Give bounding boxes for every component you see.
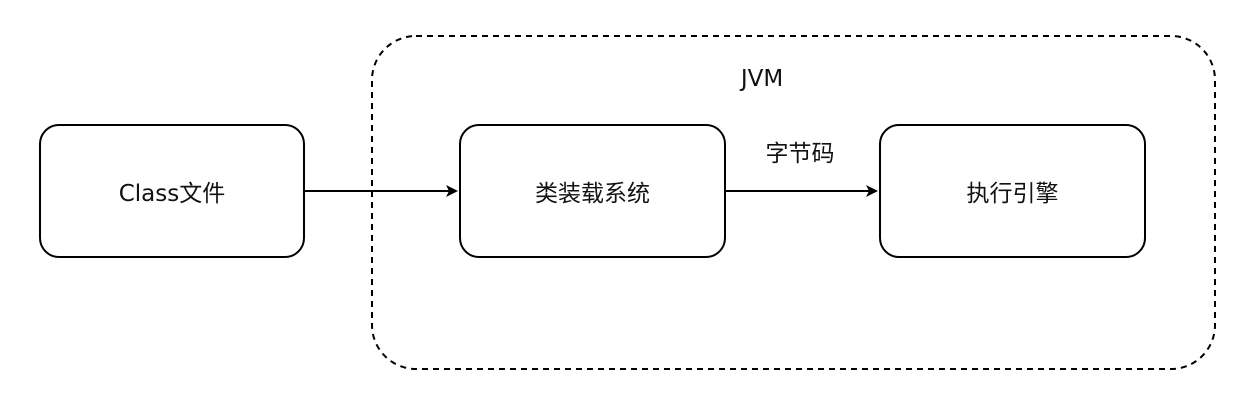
execution-engine-label: 执行引擎 (966, 181, 1059, 207)
class-loader-label: 类装载系统 (535, 181, 650, 207)
jvm-container-label: JVM (740, 66, 784, 92)
class-file-label: Class文件 (118, 181, 226, 207)
bytecode-edge-label: 字节码 (765, 141, 835, 167)
jvm-container-border (371, 35, 1216, 370)
execution-engine-node: 执行引擎 (879, 124, 1146, 258)
class-loader-node: 类装载系统 (459, 124, 726, 258)
class-file-node: Class文件 (39, 124, 305, 258)
